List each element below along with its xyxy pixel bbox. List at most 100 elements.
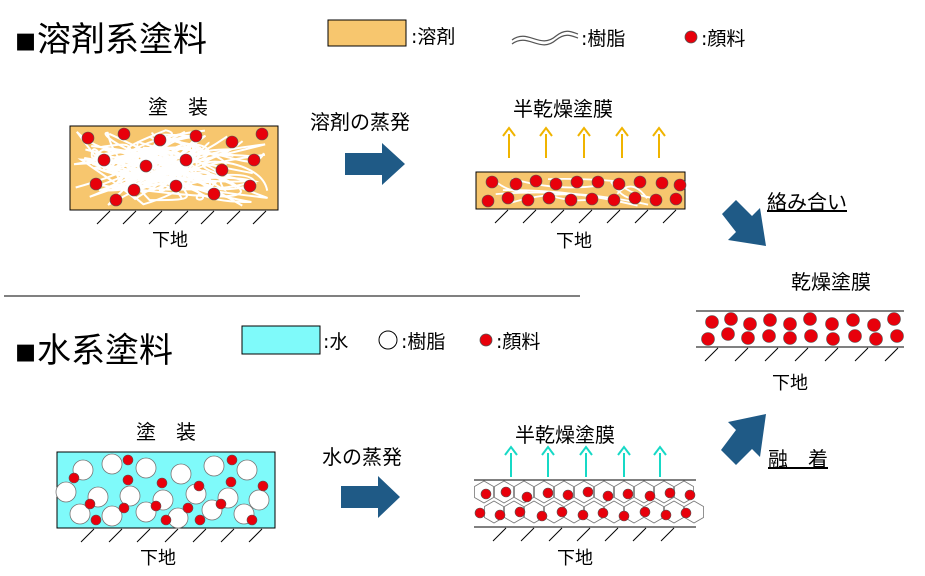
resin-strand — [96, 147, 268, 199]
resin-particle — [55, 481, 77, 503]
pigment-particle — [622, 488, 634, 500]
pigment-particle — [225, 135, 239, 149]
pigment-particle — [68, 472, 80, 484]
pigment-particle — [591, 175, 605, 189]
pigment-particle — [153, 133, 167, 147]
water-semi-dry-particles — [474, 480, 704, 524]
pigment-particle — [247, 153, 261, 167]
hatch-mark — [734, 347, 749, 362]
pigment-particle — [474, 507, 486, 519]
pigment-particle — [90, 514, 102, 526]
hatch-mark — [174, 210, 189, 225]
pigment-particle — [825, 317, 839, 331]
pigment-particle — [556, 506, 568, 518]
pigment-particle — [570, 175, 584, 189]
fused-resin-particle — [684, 500, 704, 524]
legend-water-pigment-label: :顔料 — [496, 331, 541, 353]
pigment-particle — [582, 486, 594, 498]
dry-film-pigment-particles — [701, 312, 904, 346]
substrate-hatching — [80, 209, 899, 543]
pigment-particle — [500, 486, 512, 498]
pigment-particle — [122, 454, 134, 466]
pigment-particle — [150, 500, 162, 512]
pigment-particle — [156, 477, 168, 489]
water-substrate-label-1: 下地 — [140, 548, 176, 569]
pigment-particle — [783, 317, 797, 331]
vapor-arrow-head — [577, 126, 591, 137]
pigment-particle — [644, 490, 656, 502]
pigment-particle — [118, 502, 130, 514]
legend-water-pigment-dot-icon — [479, 333, 493, 347]
solvent-evaporation-label: 溶剤の蒸発 — [310, 110, 410, 134]
pigment-particle — [139, 159, 153, 173]
fused-resin-particle — [544, 500, 564, 524]
hatch-mark — [550, 209, 565, 224]
pigment-particle — [721, 327, 735, 341]
pigment-particle — [549, 177, 563, 191]
hatch-mark — [192, 528, 207, 543]
hatch-mark — [226, 210, 241, 225]
pigment-particle — [618, 510, 630, 522]
pigment-particle — [194, 514, 206, 526]
pigment-particle — [481, 194, 495, 208]
pigment-particle — [684, 489, 696, 501]
hatch-mark — [164, 528, 179, 543]
hatch-mark — [578, 209, 593, 224]
pigment-particle — [724, 312, 738, 326]
water-evaporation-arrow-icon — [341, 476, 400, 518]
hatch-mark — [200, 210, 215, 225]
vapor-arrow-head — [541, 445, 555, 456]
pigment-particle — [577, 509, 589, 521]
hatch-mark — [704, 347, 719, 362]
pigment-particle — [246, 514, 258, 526]
pigment-particle — [521, 193, 535, 207]
fused-resin-particle — [504, 500, 524, 524]
hatch-mark — [660, 527, 675, 542]
pigment-particle — [182, 502, 194, 514]
vapor-arrow-head — [617, 445, 631, 456]
hatch-mark — [764, 347, 779, 362]
pigment-particle — [602, 490, 614, 502]
pigment-particle — [660, 509, 672, 521]
resin-strand — [76, 129, 216, 184]
hatch-mark — [662, 209, 677, 224]
pigment-particle — [494, 509, 506, 521]
solvent-evaporation-arrow-icon — [345, 143, 405, 185]
pigment-particle — [639, 506, 651, 518]
pigment-particle — [633, 175, 647, 189]
pigment-particle — [562, 489, 574, 501]
vapor-arrow-head — [579, 445, 593, 456]
pigment-particle — [257, 480, 269, 492]
resin-particle — [101, 505, 123, 527]
pigment-particle — [193, 480, 205, 492]
pigment-particle — [514, 506, 526, 518]
pigment-particle — [846, 313, 860, 327]
pigment-particle — [762, 329, 776, 343]
pigment-particle — [84, 498, 96, 510]
resin-particle — [170, 463, 192, 485]
water-section-title: ▪水系塗料 — [14, 331, 174, 371]
solvent-semi-dry-label: 半乾燥塗膜 — [513, 97, 613, 121]
water-coating-label: 塗 装 — [136, 420, 196, 444]
resin-strand — [126, 129, 243, 207]
pigment-particle — [89, 177, 103, 191]
resin-particle — [69, 503, 91, 525]
pigment-particle — [612, 177, 626, 191]
pigment-particle — [680, 507, 692, 519]
hatch-mark — [220, 528, 235, 543]
vapor-arrow-head — [615, 126, 629, 137]
vapor-arrow-head — [504, 445, 518, 456]
pigment-particle — [803, 312, 817, 326]
pigment-particle — [480, 488, 492, 500]
pigment-particle — [225, 476, 237, 488]
resin-particle — [203, 455, 225, 477]
hatch-mark — [634, 209, 649, 224]
hatch-mark — [248, 528, 263, 543]
pigment-particle — [485, 175, 499, 189]
semi-dry-pigment-particles — [481, 174, 687, 208]
vapor-arrow-head — [502, 126, 516, 137]
solvent-section-title: ▪溶剤系塗料 — [14, 20, 208, 60]
pigment-particle — [783, 331, 797, 345]
vapor-arrow-head — [653, 445, 667, 456]
